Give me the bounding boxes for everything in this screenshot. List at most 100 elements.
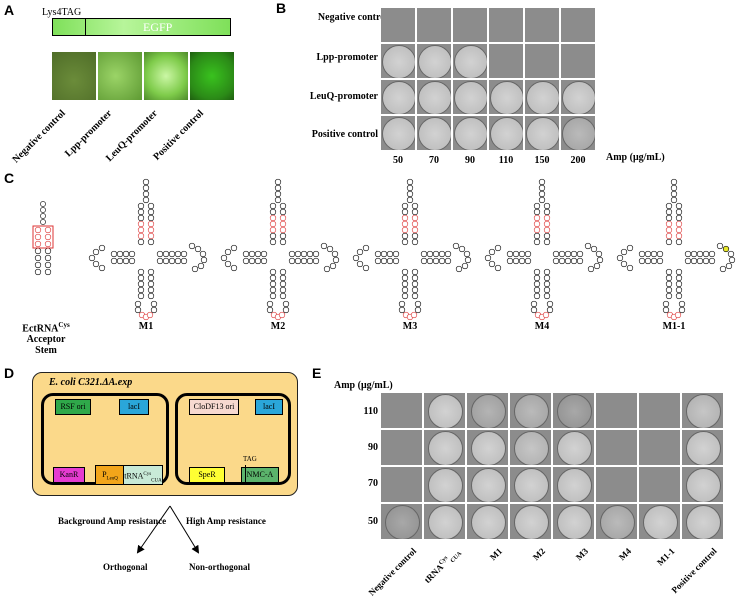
plate-well — [553, 504, 594, 539]
nucleotide — [137, 286, 145, 294]
plate-well — [525, 116, 559, 150]
e-column-label: M1-1 — [655, 546, 677, 568]
nucleotide — [401, 268, 409, 276]
nucleotide — [137, 220, 145, 228]
bacterial-lawn — [471, 505, 506, 539]
nucleotide — [494, 244, 502, 252]
plate-well — [424, 393, 465, 428]
e-column-label-text: M2 — [530, 546, 548, 563]
nucleotide — [279, 292, 287, 300]
plate-well — [489, 8, 523, 42]
nucleotide — [464, 256, 472, 264]
acceptor-stem-label: EctRNACys Acceptor Stem — [22, 321, 70, 357]
nucleotide — [134, 306, 142, 314]
nucleotide — [590, 245, 598, 253]
plate-well — [553, 393, 594, 428]
nucleotide — [44, 268, 52, 276]
nucleotide — [242, 250, 250, 258]
nucleotide — [675, 238, 683, 246]
rsf-ori-box: RSF ori — [55, 399, 91, 415]
nucleotide — [543, 268, 551, 276]
nucleotide — [362, 264, 370, 272]
nucleotide — [374, 250, 382, 258]
nucleotide — [197, 262, 205, 270]
nucleotide — [162, 257, 170, 265]
e-column-label: M2 — [531, 546, 547, 562]
nucleotide — [533, 274, 541, 282]
nucleotide — [242, 257, 250, 265]
nucleotide — [675, 214, 683, 222]
bacterial-lawn — [562, 117, 595, 150]
nucleotide — [137, 292, 145, 300]
nucleotide — [137, 202, 145, 210]
nucleotide — [44, 226, 52, 234]
nucleotide — [374, 257, 382, 265]
nucleotide — [728, 256, 736, 264]
nucleotide — [533, 238, 541, 246]
nucleotide — [269, 232, 277, 240]
nucleotide — [587, 265, 595, 273]
nucleotide — [538, 184, 546, 192]
nucleotide — [414, 306, 422, 314]
nucleotide — [137, 232, 145, 240]
nucleotide — [530, 300, 538, 308]
highlight-box — [32, 225, 54, 249]
nucleotide — [44, 233, 52, 241]
nucleotide — [584, 242, 592, 250]
nucleotide — [274, 178, 282, 186]
nucleotide — [332, 256, 340, 264]
nucleotide — [665, 232, 673, 240]
bacterial-lawn — [418, 117, 451, 150]
plate-well — [381, 504, 422, 539]
nucleotide — [678, 300, 686, 308]
nucleotide — [458, 245, 466, 253]
nucleotide — [411, 220, 419, 228]
nucleotide — [675, 286, 683, 294]
outcome-arrows — [136, 505, 200, 554]
nucleotide — [274, 184, 282, 192]
nmc-a-box: NMC-A — [241, 467, 279, 483]
nucleotide — [518, 257, 526, 265]
nucleotide — [260, 257, 268, 265]
nucleotide — [564, 250, 572, 258]
nucleotide — [411, 274, 419, 282]
nucleotide — [274, 190, 282, 198]
nucleotide — [662, 306, 670, 314]
nucleotide — [40, 207, 46, 213]
e-column-label: M3 — [574, 546, 590, 562]
bacterial-lawn — [526, 81, 559, 114]
bacterial-lawn — [557, 468, 592, 502]
plate-well — [417, 80, 451, 114]
nucleotide — [329, 262, 337, 270]
nucleotide — [552, 250, 560, 258]
plate-well — [639, 467, 680, 502]
nucleotide — [110, 250, 118, 258]
plate-well — [525, 8, 559, 42]
nucleotide — [420, 257, 428, 265]
plate-well — [381, 467, 422, 502]
bacterial-lawn — [385, 505, 420, 539]
plate-well — [525, 44, 559, 78]
nucleotide — [533, 220, 541, 228]
nucleotide — [533, 292, 541, 300]
nucleotide — [722, 245, 730, 253]
nucleotide — [411, 214, 419, 222]
nucleotide — [506, 257, 514, 265]
plate-well — [682, 430, 723, 465]
nucleotide — [401, 280, 409, 288]
bacterial-lawn — [382, 117, 415, 150]
plate-lpp-promoter — [98, 52, 142, 100]
nucleotide — [438, 250, 446, 258]
plate-positive-control — [190, 52, 234, 100]
nucleotide — [34, 226, 42, 234]
bacterial-lawn — [514, 505, 549, 539]
nucleotide — [147, 202, 155, 210]
nucleotide — [543, 202, 551, 210]
nucleotide — [411, 238, 419, 246]
nucleotide — [44, 240, 52, 248]
nucleotide — [150, 306, 158, 314]
nucleotide — [670, 190, 678, 198]
nucleotide — [174, 250, 182, 258]
nucleotide — [254, 250, 262, 258]
